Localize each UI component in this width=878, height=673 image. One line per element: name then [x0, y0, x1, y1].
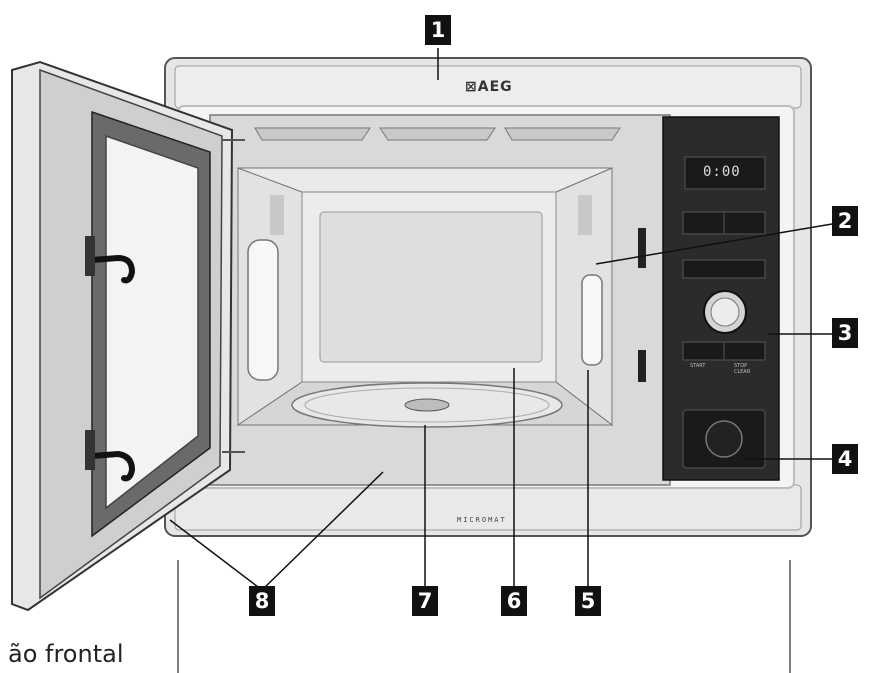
model-label: MICROMAT: [457, 516, 507, 524]
stop-clear-label: STOP CLEAR: [734, 363, 751, 375]
turntable-inner: [304, 387, 550, 423]
brand-logo: ⊠AEG: [465, 79, 513, 95]
back-panel: [319, 211, 543, 363]
left-lamp: [247, 239, 279, 381]
callout-7: 7: [412, 586, 438, 616]
cavity-ceiling: [237, 167, 613, 193]
turntable-hub: [404, 398, 450, 412]
callout-4: 4: [832, 444, 858, 474]
callout-1: 1: [425, 15, 451, 45]
latch-slot-upper: [638, 228, 646, 268]
caption-text: ão frontal: [8, 640, 124, 668]
display-digits: 0:00: [703, 164, 741, 180]
callout-3: 3: [832, 318, 858, 348]
door-hook-lower: [89, 450, 136, 482]
start-label: START: [690, 363, 706, 369]
leader-lines: [169, 48, 833, 591]
callout-8: 8: [249, 586, 275, 616]
top-vents: [254, 127, 621, 141]
door-hook-upper: [89, 254, 136, 284]
latch-slot-lower: [638, 350, 646, 382]
side-grilles: [270, 195, 592, 235]
button-row-2[interactable]: [682, 259, 766, 279]
callout-5: 5: [575, 586, 601, 616]
callout-6: 6: [501, 586, 527, 616]
right-lamp: [581, 274, 603, 366]
door-window: [105, 134, 199, 510]
display-window: [684, 156, 766, 190]
callout-2: 2: [832, 206, 858, 236]
